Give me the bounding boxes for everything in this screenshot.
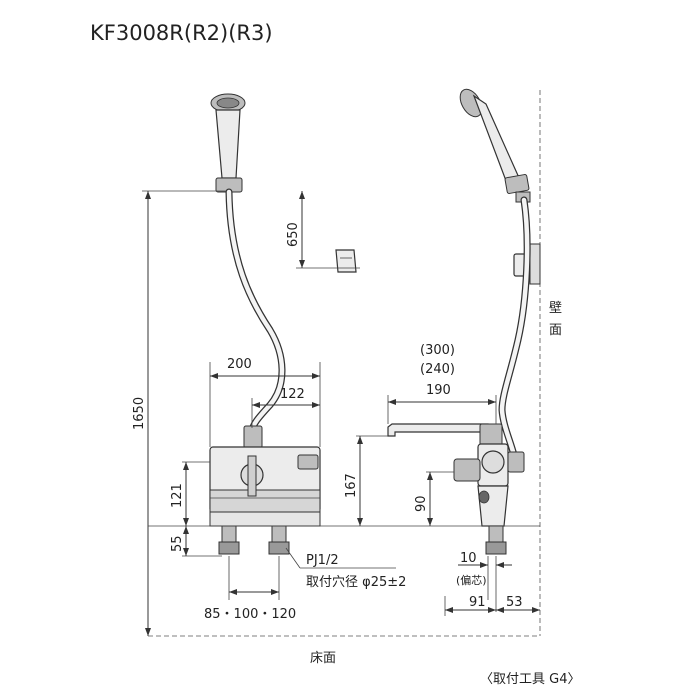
side-view: 壁 面 bbox=[148, 88, 562, 636]
label-floor: 床面 bbox=[310, 651, 336, 666]
dim-167: 167 bbox=[344, 473, 359, 498]
dim-10-note: (偏芯) bbox=[456, 573, 487, 587]
front-view: 1650 650 200 122 121 55 bbox=[132, 93, 406, 636]
dim-53: 53 bbox=[506, 595, 523, 610]
shower-head-front bbox=[210, 93, 246, 193]
dim-122: 122 bbox=[280, 387, 305, 402]
label-wall-1: 壁 bbox=[549, 301, 562, 316]
label-hole: 取付穴径 φ25±2 bbox=[306, 575, 406, 590]
dim-121: 121 bbox=[170, 483, 185, 508]
valve-body-front bbox=[209, 446, 321, 527]
spout bbox=[387, 423, 503, 447]
dim-1650: 1650 bbox=[132, 397, 147, 430]
label-wall-2: 面 bbox=[549, 323, 562, 338]
label-tool: 〈取付工具 G4〉 bbox=[480, 672, 580, 687]
dim-90: 90 bbox=[414, 495, 429, 512]
shower-hook bbox=[335, 249, 357, 273]
dim-300: (300) bbox=[420, 343, 455, 358]
valve-body-side bbox=[453, 443, 525, 555]
dim-91: 91 bbox=[469, 595, 486, 610]
dim-240: (240) bbox=[420, 362, 455, 377]
dim-pitch: 85・100・120 bbox=[204, 607, 296, 622]
dim-55: 55 bbox=[170, 535, 185, 552]
dim-10: 10 bbox=[460, 551, 477, 566]
inlet-legs-front bbox=[218, 525, 290, 555]
dim-650: 650 bbox=[286, 222, 301, 247]
dim-190: 190 bbox=[426, 383, 451, 398]
drawing-title: KF3008R(R2)(R3) bbox=[90, 21, 273, 45]
shower-head-side bbox=[459, 88, 531, 203]
label-pj: PJ1/2 bbox=[306, 553, 339, 568]
dim-200: 200 bbox=[227, 357, 252, 372]
